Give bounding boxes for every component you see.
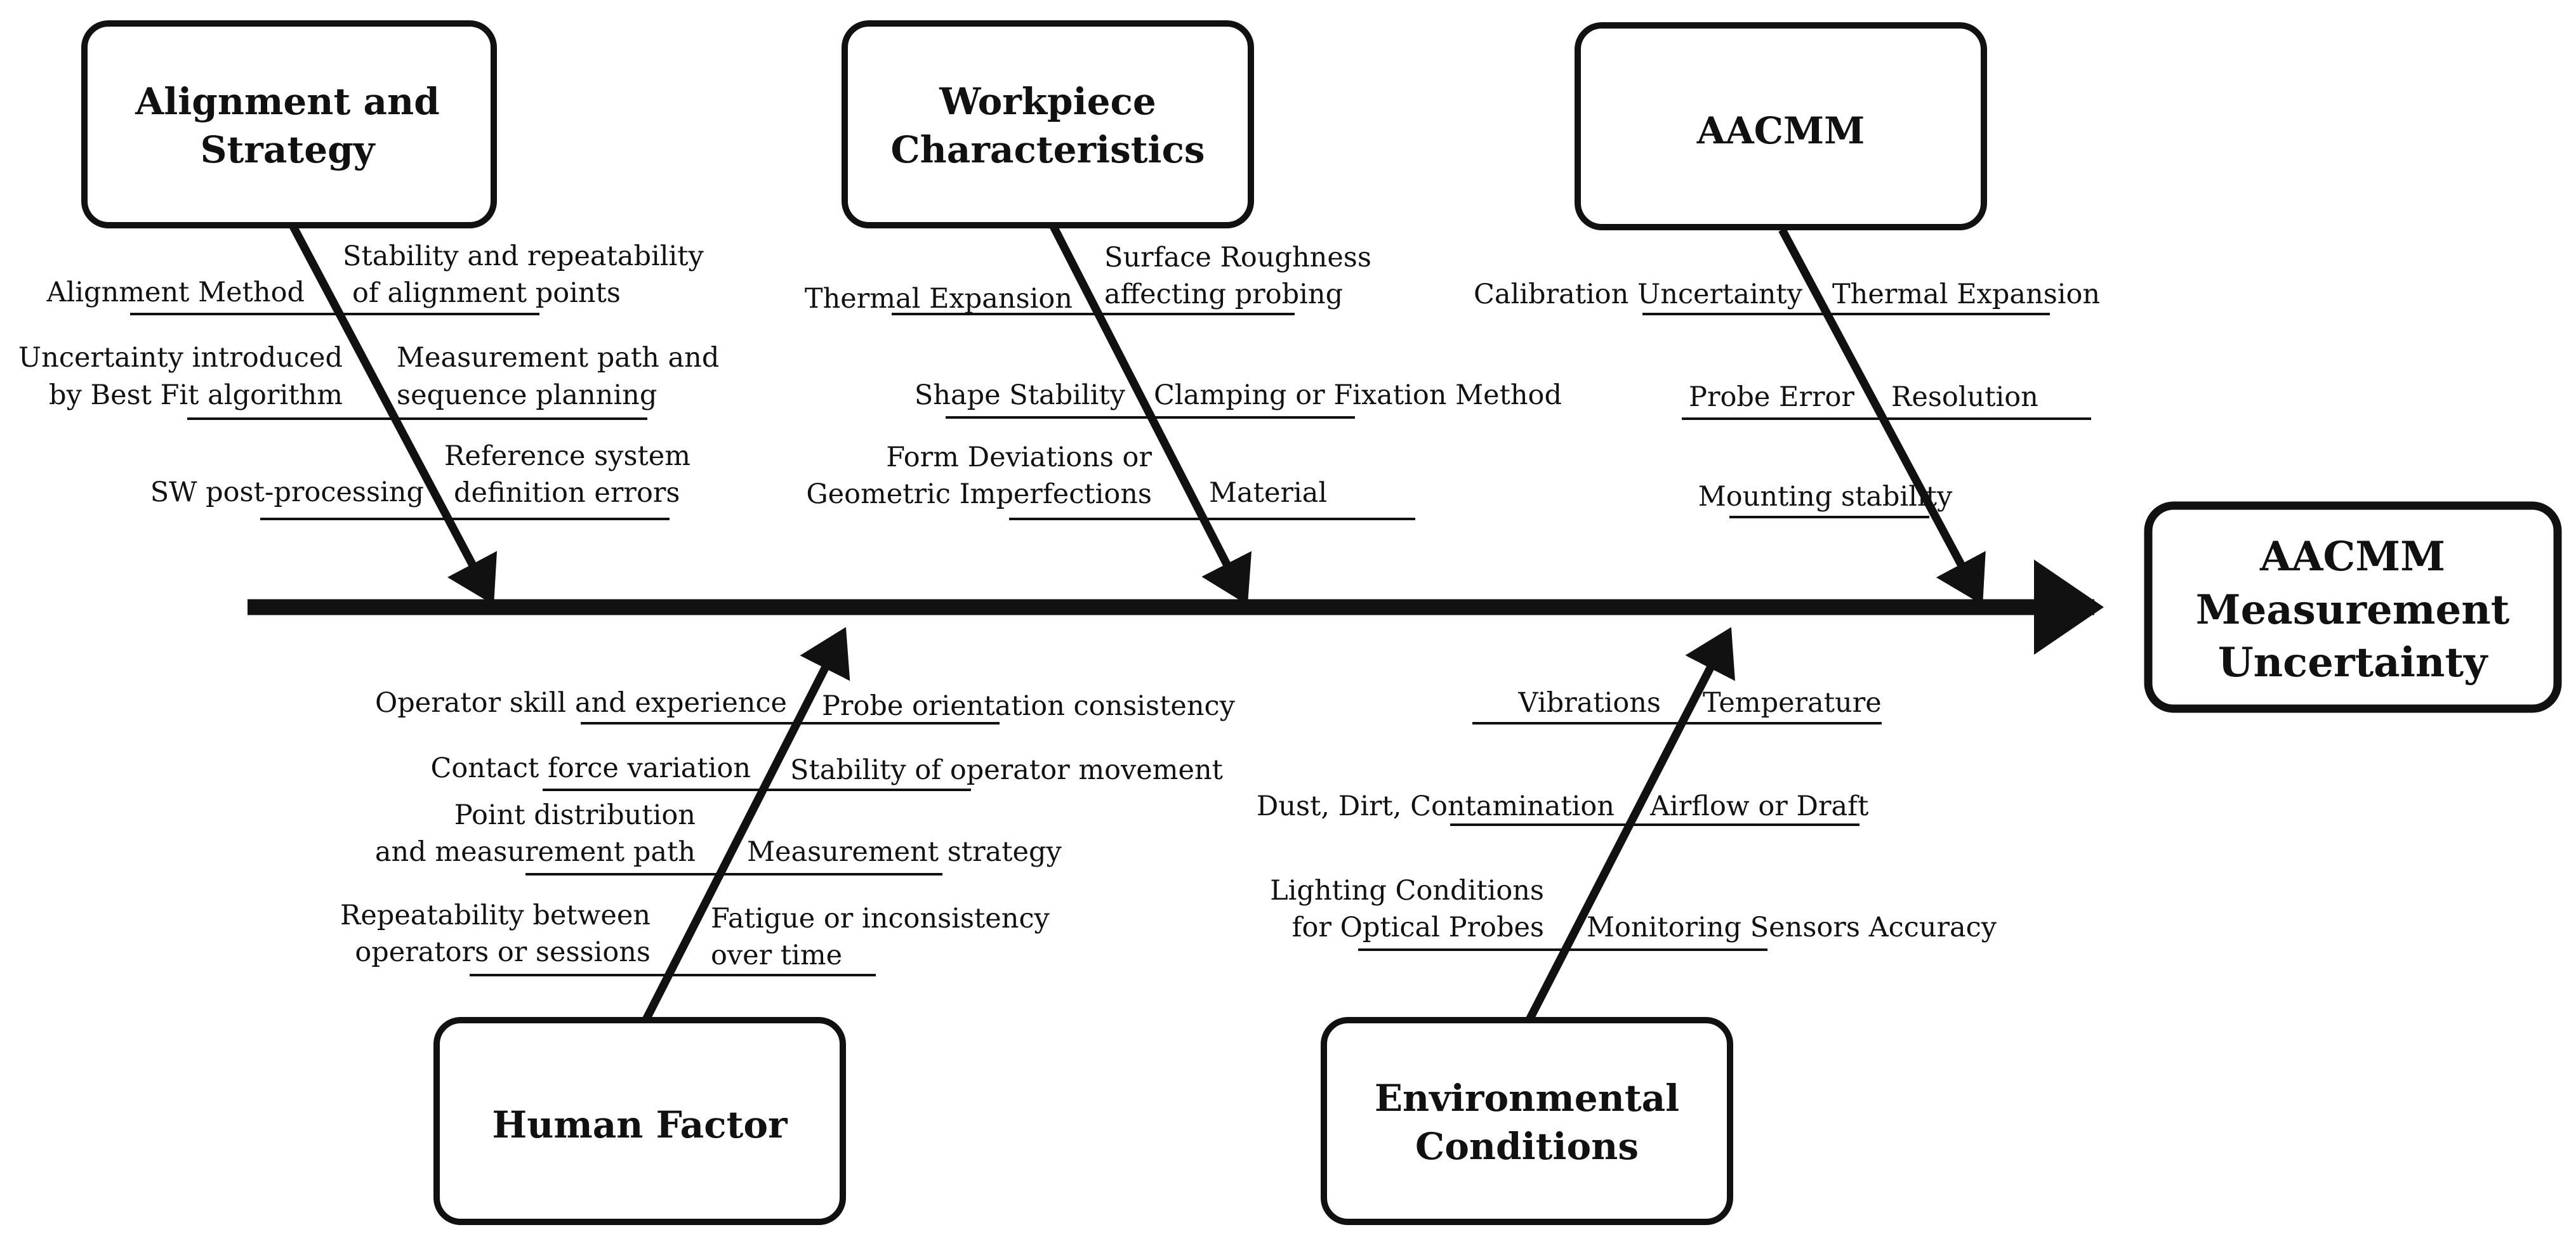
cause-label-alignment-method: Alignment Method: [46, 277, 305, 308]
cause-label-clamping-fixation: Clamping or Fixation Method: [1154, 379, 1562, 411]
cause-label-form-deviations: Form Deviations or: [886, 442, 1152, 473]
cause-label-surface-roughness: Surface Roughness: [1104, 242, 1371, 273]
cause-label-operator-skill: Operator skill and experience: [375, 687, 787, 719]
cause-label-reference-system-2: definition errors: [454, 477, 680, 509]
cause-label-monitoring-sensors: Monitoring Sensors Accuracy: [1587, 912, 1997, 943]
cause-label-lighting-conditions-2: for Optical Probes: [1292, 912, 1544, 943]
cause-label-measurement-path-planning: Measurement path and: [397, 342, 719, 374]
cause-label-sw-post-processing: SW post-processing: [150, 476, 424, 508]
cause-label-lighting-conditions: Lighting Conditions: [1270, 875, 1544, 907]
cause-label-repeatability-operators: Repeatability between: [340, 900, 651, 931]
cause-label-measurement-path-planning-2: sequence planning: [397, 379, 657, 411]
human-title: Human Factor: [492, 1103, 788, 1146]
cause-label-probe-error: Probe Error: [1689, 381, 1854, 413]
category-alignment: Alignment and Strategy Alignment Method …: [18, 20, 719, 605]
workpiece-box: [842, 20, 1254, 228]
human-bone-arrow: [642, 627, 850, 1021]
alignment-bone-arrow: [289, 224, 498, 605]
cause-label-repeatability-operators-2: operators or sessions: [355, 936, 651, 968]
cause-label-calibration-uncertainty: Calibration Uncertainty: [1474, 279, 1803, 310]
cause-label-workpiece-thermal-expansion: Thermal Expansion: [805, 283, 1073, 315]
cause-label-measurement-strategy: Measurement strategy: [747, 836, 1062, 868]
cause-label-reference-system: Reference system: [444, 440, 690, 472]
effect-title-line-2: Measurement: [2196, 586, 2510, 634]
cause-label-shape-stability: Shape Stability: [915, 379, 1126, 411]
cause-label-probe-orientation: Probe orientation consistency: [822, 690, 1236, 722]
cause-label-fatigue-2: over time: [711, 940, 842, 971]
cause-label-best-fit: Uncertainty introduced: [18, 342, 343, 374]
cause-label-mounting-stability: Mounting stability: [1698, 481, 1953, 513]
cause-label-fatigue: Fatigue or inconsistency: [711, 903, 1050, 934]
cause-label-best-fit-2: by Best Fit algorithm: [49, 379, 343, 411]
workpiece-title-line-2: Characteristics: [890, 128, 1205, 171]
category-human: Human Factor Operator skill and experien…: [340, 627, 1236, 1225]
cause-label-dust-dirt: Dust, Dirt, Contamination: [1257, 790, 1615, 822]
cause-label-airflow-draft: Airflow or Draft: [1649, 790, 1868, 822]
category-aacmm: AACMM Calibration Uncertainty Thermal Ex…: [1474, 22, 2100, 605]
alignment-box: [81, 20, 497, 228]
cause-label-vibrations: Vibrations: [1518, 687, 1661, 719]
cause-label-surface-roughness-2: affecting probing: [1104, 279, 1343, 310]
effect-title-line-1: AACMM: [2259, 533, 2445, 580]
category-workpiece: Workpiece Characteristics Thermal Expans…: [805, 20, 1562, 605]
aacmm-bone-arrow: [1778, 227, 1986, 605]
environment-bone-arrow: [1526, 627, 1735, 1021]
effect-title-line-3: Uncertainty: [2218, 639, 2488, 686]
cause-label-point-distribution-2: and measurement path: [375, 836, 696, 868]
cause-label-point-distribution: Point distribution: [454, 799, 696, 831]
cause-label-stability-alignment-points: Stability and repeatability: [343, 240, 704, 272]
alignment-title-line-1: Alignment and: [135, 80, 440, 123]
workpiece-title-line-1: Workpiece: [939, 80, 1156, 123]
cause-label-aacmm-thermal-expansion: Thermal Expansion: [1832, 279, 2100, 310]
aacmm-title: AACMM: [1696, 109, 1865, 152]
cause-label-contact-force: Contact force variation: [431, 752, 751, 784]
cause-label-form-deviations-2: Geometric Imperfections: [806, 478, 1152, 510]
environment-title-line-2: Conditions: [1415, 1125, 1639, 1168]
alignment-title-line-2: Strategy: [201, 128, 376, 171]
cause-label-stability-alignment-points-2: of alignment points: [352, 277, 621, 309]
category-environment: Environmental Conditions Vibrations Temp…: [1257, 627, 1997, 1225]
cause-label-resolution: Resolution: [1891, 381, 2038, 413]
cause-label-operator-movement: Stability of operator movement: [790, 754, 1223, 786]
effect-box: AACMM Measurement Uncertainty: [2144, 501, 2562, 713]
environment-box: [1321, 1017, 1733, 1225]
aacmm-box: [1575, 22, 1987, 230]
workpiece-bone-arrow: [1050, 225, 1252, 605]
cause-label-temperature: Temperature: [1703, 687, 1882, 719]
human-box: [433, 1017, 846, 1225]
environment-title-line-1: Environmental: [1375, 1077, 1679, 1120]
cause-label-material: Material: [1209, 477, 1327, 509]
